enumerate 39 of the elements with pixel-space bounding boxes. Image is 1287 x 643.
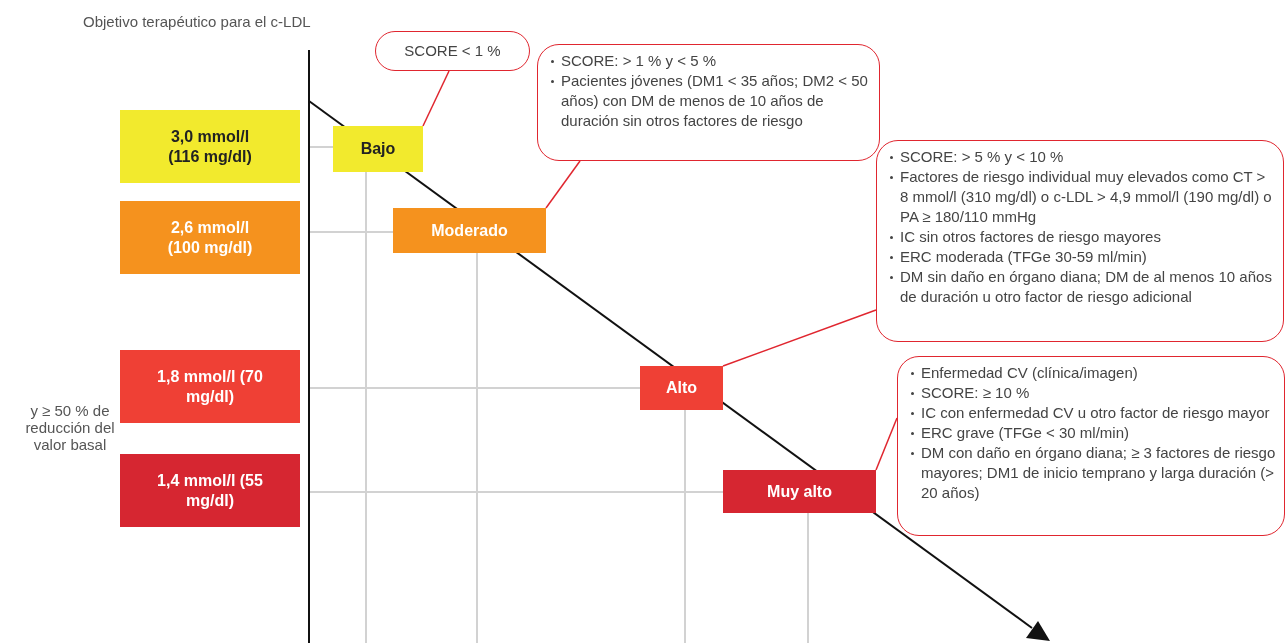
risk-level-box (333, 126, 423, 172)
criteria-callout (876, 140, 1284, 342)
axis-title: Objetivo terapéutico para el c-LDL (83, 13, 312, 30)
target-value-text: 3,0 mmol/l (116 mg/dl) (167, 126, 253, 167)
criteria-item: SCORE: > 5 % y < 10 % (900, 148, 1064, 165)
criteria-callout (375, 31, 530, 71)
leader-line (722, 309, 877, 367)
leader-line (875, 417, 898, 471)
criteria-item: SCORE: ≥ 10 % (921, 384, 1030, 401)
criteria-item: Factores de riesgo individual muy elevados como CT > 8 mmol/l (310 mg/dl) o c-LDL > 4,9 mmol/l (190 mg/dl) o PA ≥ 180/110 mmHg (900, 168, 1272, 225)
criteria-item: SCORE: > 1 % y < 5 % (561, 52, 717, 69)
risk-level-text: Alto (665, 379, 698, 397)
criteria-callout (537, 44, 880, 161)
criteria-item: ERC grave (TFGe < 30 ml/min) (921, 424, 1129, 441)
criteria-item: DM con daño en órgano diana; ≥ 3 factores de riesgo mayores; DM1 de inicio temprano y larga duración (> 20 años) (921, 444, 1276, 501)
target-value-text: 1,8 mmol/l (70 mg/dl) (156, 366, 264, 407)
leader-line (545, 160, 581, 209)
target-value-box (120, 454, 300, 527)
note-text: y ≥ 50 % de reducción del valor basal (25, 402, 115, 453)
target-value-box (120, 201, 300, 274)
criteria-item: DM sin daño en órgano diana; DM de al menos 10 años de duración u otro factor de riesgo adicional (900, 268, 1272, 305)
target-value-text: 2,6 mmol/l (100 mg/dl) (166, 217, 254, 258)
criteria-callout (897, 356, 1285, 536)
target-value-text: 1,4 mmol/l (55 mg/dl) (156, 470, 264, 511)
risk-level-box (723, 470, 876, 513)
risk-level-box (640, 366, 723, 410)
criteria-item: Enfermedad CV (clínica/imagen) (921, 364, 1138, 381)
criteria-text: SCORE < 1 % (404, 41, 501, 61)
target-value-box (120, 350, 300, 423)
target-value-box (120, 110, 300, 183)
leader-line (422, 70, 450, 127)
criteria-item: ERC moderada (TFGe 30-59 ml/min) (900, 248, 1147, 265)
criteria-item: IC sin otros factores de riesgo mayores (900, 228, 1161, 245)
risk-level-text: Muy alto (767, 482, 832, 501)
risk-level-box (393, 208, 546, 253)
risk-level-text: Bajo (360, 140, 396, 158)
risk-level-text: Moderado (431, 221, 508, 240)
criteria-item: IC con enfermedad CV u otro factor de riesgo mayor (921, 404, 1270, 421)
criteria-item: Pacientes jóvenes (DM1 < 35 años; DM2 < 50 años) con DM de menos de 10 años de duración sin otros factores de riesgo (561, 72, 868, 129)
